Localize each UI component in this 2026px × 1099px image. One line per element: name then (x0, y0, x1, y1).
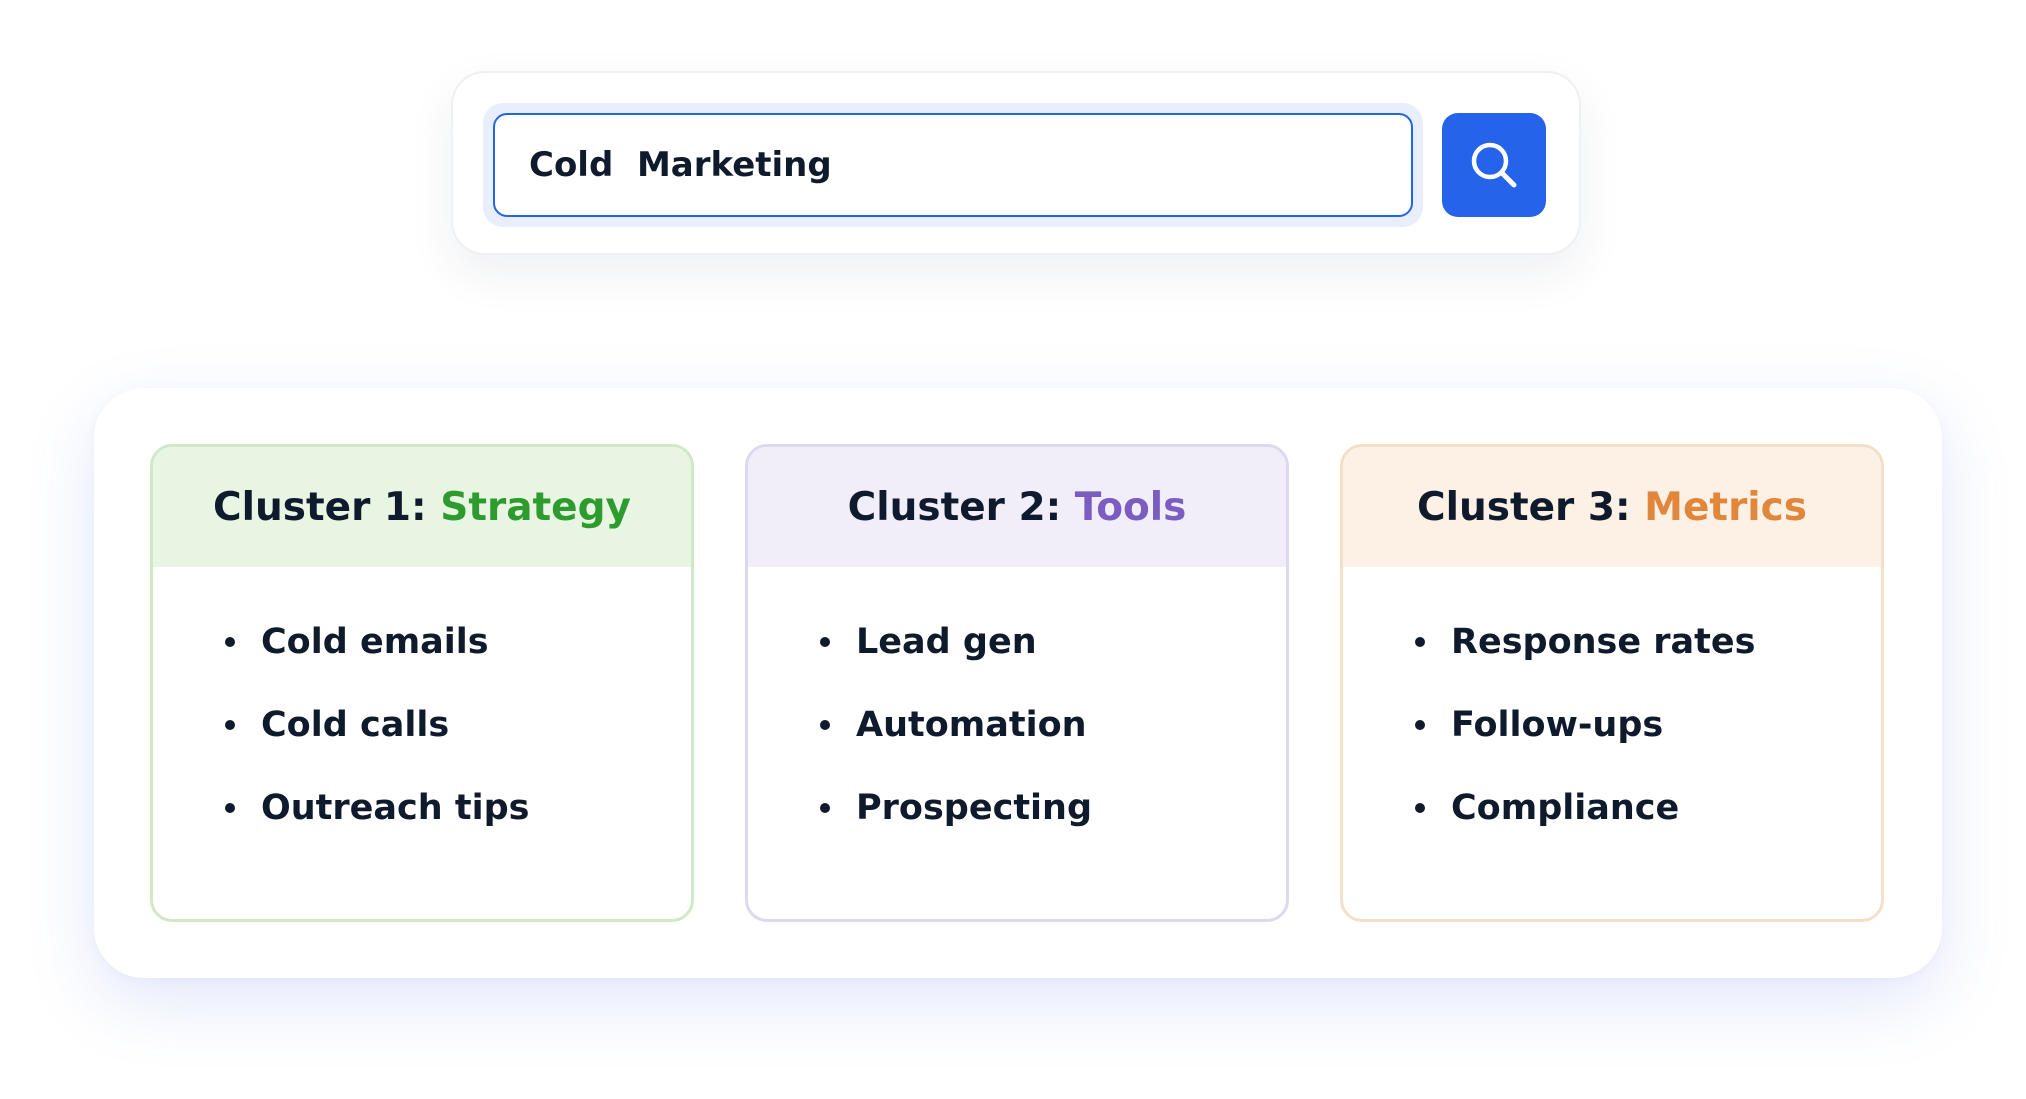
cluster-title-name: Strategy (440, 484, 631, 530)
search-field-focus-ring (483, 103, 1423, 227)
cluster-card-strategy: Cluster 1: Strategy Cold emails Cold cal… (150, 444, 694, 922)
list-item-label: Cold calls (261, 705, 450, 745)
bullet-icon (820, 637, 830, 647)
list-item-label: Response rates (1451, 622, 1756, 662)
cluster-title-name: Tools (1074, 484, 1187, 530)
cluster-item-list: Response rates Follow-ups Compliance (1343, 567, 1881, 866)
cluster-header: Cluster 2: Tools (748, 447, 1286, 567)
list-item: Response rates (1415, 617, 1881, 700)
bullet-icon (820, 803, 830, 813)
cluster-title-name: Metrics (1644, 484, 1808, 530)
search-button[interactable] (1442, 113, 1546, 217)
list-item-label: Cold emails (261, 622, 489, 662)
list-item: Outreach tips (225, 783, 691, 866)
bullet-icon (225, 803, 235, 813)
cluster-title-prefix: Cluster 2: (847, 484, 1075, 530)
bullet-icon (1415, 637, 1425, 647)
cluster-panel: Cluster 1: Strategy Cold emails Cold cal… (94, 388, 1942, 978)
cluster-title-prefix: Cluster 1: (213, 484, 441, 530)
cluster-header: Cluster 3: Metrics (1343, 447, 1881, 567)
list-item: Prospecting (820, 783, 1286, 866)
list-item-label: Lead gen (856, 622, 1037, 662)
cluster-card-tools: Cluster 2: Tools Lead gen Automation Pro… (745, 444, 1289, 922)
list-item: Cold emails (225, 617, 691, 700)
list-item: Automation (820, 700, 1286, 783)
list-item: Lead gen (820, 617, 1286, 700)
list-item-label: Prospecting (856, 788, 1093, 828)
cluster-title-prefix: Cluster 3: (1416, 484, 1645, 530)
list-item: Cold calls (225, 700, 691, 783)
search-icon (1471, 142, 1517, 188)
list-item-label: Compliance (1451, 788, 1680, 828)
bullet-icon (820, 720, 830, 730)
search-card (451, 71, 1581, 255)
cluster-item-list: Cold emails Cold calls Outreach tips (153, 567, 691, 866)
bullet-icon (225, 720, 235, 730)
cluster-card-metrics: Cluster 3: Metrics Response rates Follow… (1340, 444, 1884, 922)
list-item: Compliance (1415, 783, 1881, 866)
search-input[interactable] (493, 113, 1413, 217)
list-item-label: Follow-ups (1451, 705, 1664, 745)
bullet-icon (225, 637, 235, 647)
cluster-header: Cluster 1: Strategy (153, 447, 691, 567)
list-item: Follow-ups (1415, 700, 1881, 783)
list-item-label: Automation (856, 705, 1087, 745)
cluster-item-list: Lead gen Automation Prospecting (748, 567, 1286, 866)
bullet-icon (1415, 803, 1425, 813)
list-item-label: Outreach tips (261, 788, 530, 828)
bullet-icon (1415, 720, 1425, 730)
